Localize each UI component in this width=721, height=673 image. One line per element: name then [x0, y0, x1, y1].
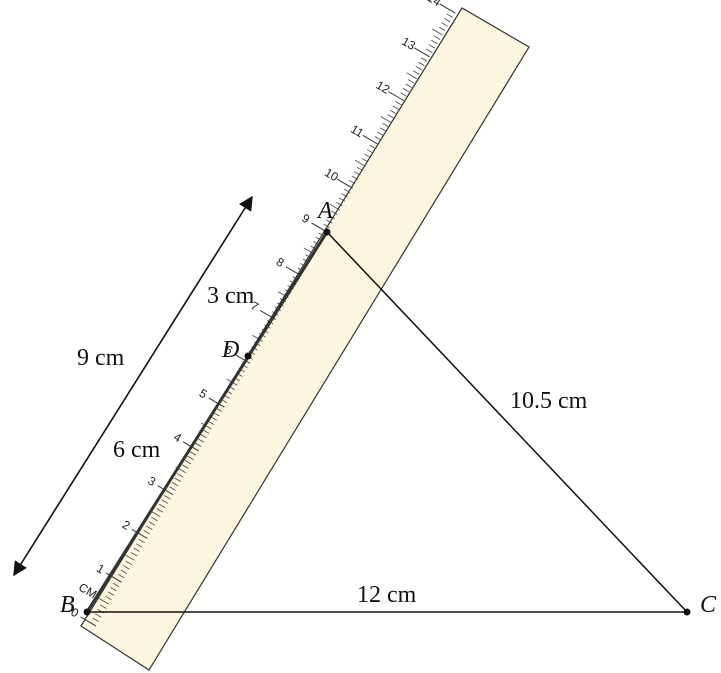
- ruler-body: [80, 7, 530, 671]
- ruler-tick: [406, 72, 418, 80]
- ruler-tick: [325, 219, 333, 224]
- ruler-tick: [110, 587, 117, 592]
- measure-bc: 12 cm: [357, 582, 417, 608]
- ruler-tick: [343, 188, 351, 193]
- ruler-tick: [100, 604, 107, 609]
- ruler-number: 5: [197, 386, 210, 402]
- ruler-tick: [341, 193, 348, 198]
- ruler-tick: [362, 134, 379, 145]
- ruler-tick: [388, 91, 405, 102]
- measure-ac: 10.5 cm: [510, 388, 588, 414]
- ruler-number: 9: [299, 211, 312, 227]
- ruler-tick: [331, 210, 338, 215]
- ruler-tick: [439, 3, 456, 14]
- ruler-tick: [336, 178, 353, 189]
- ruler-tick: [438, 26, 446, 31]
- ruler-tick: [374, 136, 382, 141]
- label-d: D: [221, 337, 239, 363]
- ruler-tick: [364, 153, 371, 158]
- ruler-tick: [402, 88, 410, 93]
- ruler-tick: [446, 13, 453, 18]
- ruler-tick: [369, 144, 376, 150]
- ruler-tick: [415, 66, 423, 71]
- ruler-number: 10: [322, 165, 341, 184]
- ruler: 01234567891011121314 CM: [68, 0, 530, 671]
- ab-length-arrow: [13, 195, 253, 577]
- ruler-number: 1: [94, 561, 107, 577]
- ruler-number: 11: [348, 122, 366, 141]
- ruler-tick: [405, 83, 412, 88]
- ruler-tick: [433, 35, 441, 40]
- ruler-tick: [408, 79, 415, 84]
- measure-ab-total: 9 cm: [77, 345, 125, 371]
- ruler-tick: [425, 48, 433, 53]
- ruler-tick: [377, 131, 384, 137]
- ruler-tick: [329, 203, 341, 211]
- ruler-number: 13: [399, 34, 418, 53]
- ruler-tick: [380, 116, 392, 123]
- ruler-tick: [351, 175, 359, 180]
- side-ac: [326, 231, 688, 613]
- ruler-number: 8: [274, 255, 287, 271]
- ruler-tick: [400, 92, 407, 97]
- ruler-tick: [105, 595, 112, 601]
- ruler-tick: [98, 597, 110, 605]
- ruler-tick: [379, 127, 387, 132]
- ruler-tick: [361, 158, 369, 163]
- ruler-tick: [418, 61, 425, 66]
- point-d: [244, 352, 252, 360]
- point-b: [83, 608, 91, 616]
- measure-ad: 3 cm: [207, 283, 255, 309]
- ruler-tick: [420, 57, 428, 62]
- ruler-tick: [366, 149, 374, 154]
- ruler-tick: [413, 47, 430, 58]
- ruler-tick: [336, 201, 343, 207]
- ruler-numbers: 01234567891011121314: [68, 0, 443, 621]
- ruler-number: 2: [120, 517, 133, 533]
- ruler-tick: [328, 214, 335, 220]
- ruler-tick: [80, 616, 97, 627]
- label-c: C: [700, 592, 717, 618]
- ruler-number: 3: [145, 474, 158, 490]
- ruler-tick: [441, 22, 448, 27]
- ruler-tick: [92, 617, 99, 622]
- ruler-tick: [107, 591, 115, 596]
- label-b: B: [60, 592, 75, 618]
- ruler-tick: [354, 171, 361, 176]
- ruler-tick: [431, 39, 438, 45]
- ruler-tick: [338, 197, 346, 202]
- label-a: A: [316, 198, 333, 224]
- ruler-tick: [94, 613, 102, 618]
- ruler-tick: [387, 114, 394, 119]
- ruler-tick: [348, 179, 356, 185]
- ruler-number: 14: [425, 0, 444, 9]
- point-a: [323, 228, 331, 236]
- ruler-tick: [443, 17, 451, 23]
- ruler-tick: [428, 44, 436, 49]
- ruler-tick: [354, 159, 366, 167]
- ruler-tick: [390, 109, 397, 115]
- measure-db: 6 cm: [113, 437, 161, 463]
- ruler-tick: [382, 123, 389, 128]
- ruler-tick: [356, 166, 364, 172]
- ruler-tick: [252, 335, 264, 342]
- ruler-tick: [431, 28, 443, 36]
- ruler-number: 4: [171, 430, 184, 446]
- ruler-tick: [392, 105, 400, 110]
- ruler-tick: [413, 70, 420, 75]
- point-c: [683, 608, 691, 616]
- ruler-tick: [323, 223, 330, 228]
- ruler-tick: [395, 101, 402, 106]
- ruler-tick: [112, 582, 120, 587]
- ruler-number: 12: [374, 78, 393, 97]
